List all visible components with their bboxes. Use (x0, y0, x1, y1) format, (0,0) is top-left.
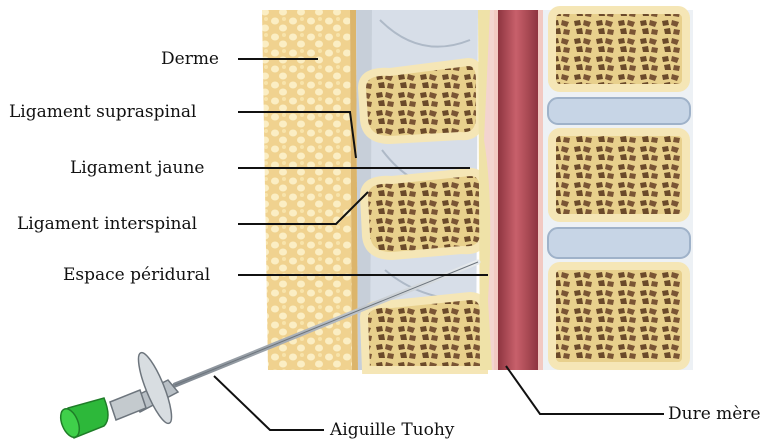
label-aiguille-tuohy: Aiguille Tuohy (330, 420, 454, 440)
spinous-process (362, 62, 484, 370)
label-ligament-interspinal: Ligament interspinal (17, 214, 197, 234)
dura-mater (494, 10, 543, 370)
label-ligament-jaune: Ligament jaune (70, 158, 204, 178)
label-ligament-supraspinal: Ligament supraspinal (9, 102, 197, 122)
label-dure-mere: Dure mère (668, 404, 761, 424)
vertebral-column (543, 10, 693, 370)
label-derme: Derme (161, 49, 219, 69)
label-espace-peridural: Espace péridural (63, 265, 210, 285)
